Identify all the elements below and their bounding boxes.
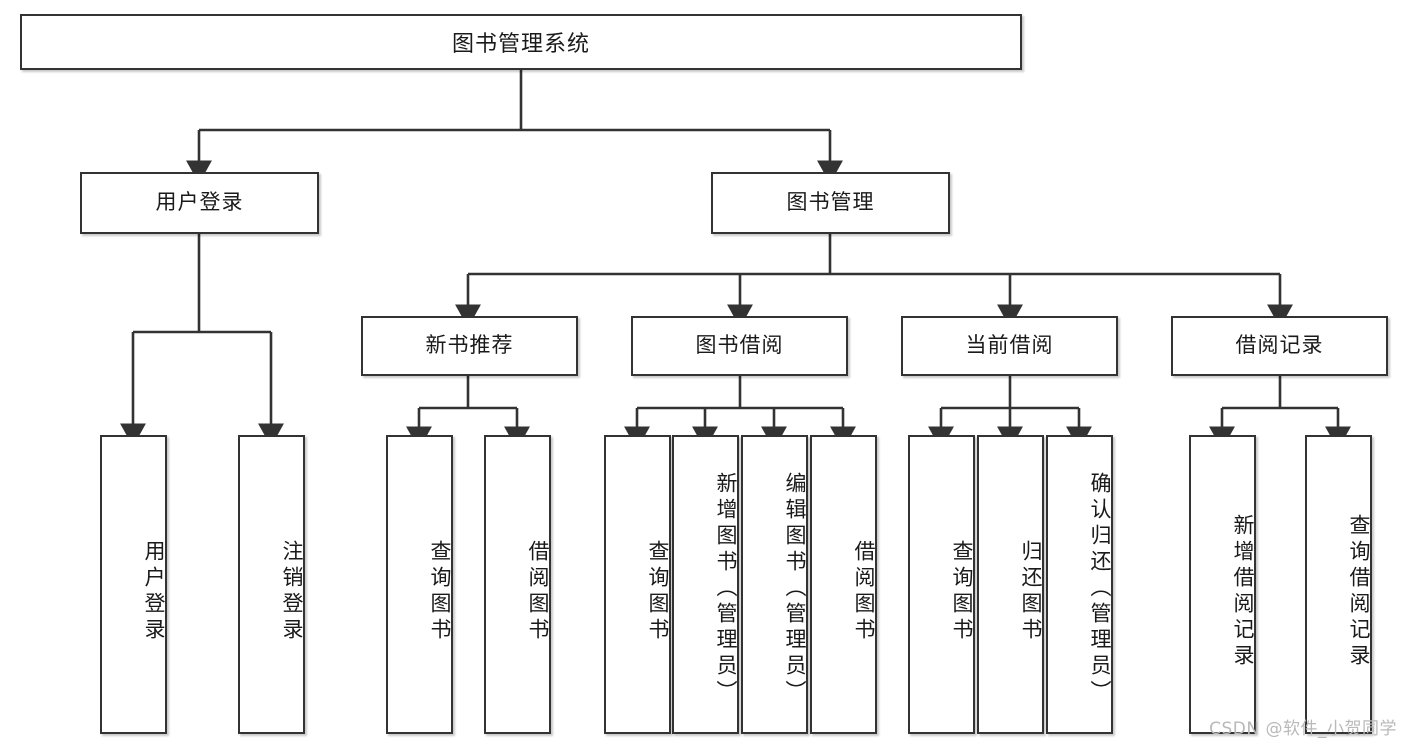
watermark-text: CSDN @软件_小贺同学 [1209,719,1397,739]
node-current-borrow-label: 当前借阅 [965,333,1054,358]
node-leaf-query-borrow-record[interactable]: 查询借阅记录 [1305,435,1372,734]
node-borrow-record-label: 借阅记录 [1235,333,1324,358]
node-leaf-confirm-return-admin[interactable]: 确认归还（管理员） [1046,435,1113,734]
node-leaf-label: 查询借阅记录 [1347,513,1371,670]
node-user-login-label: 用户登录 [155,190,244,215]
node-leaf-user-login[interactable]: 用户登录 [100,435,167,734]
node-leaf-query-book-current[interactable]: 查询图书 [908,435,975,734]
node-leaf-label: 借阅图书 [526,539,550,644]
node-leaf-add-book-admin[interactable]: 新增图书（管理员） [672,435,739,734]
node-leaf-label: 编辑图书（管理员） [783,471,807,706]
node-leaf-borrow-book[interactable]: 借阅图书 [810,435,877,734]
node-leaf-label: 新增借阅记录 [1231,513,1255,670]
node-leaf-borrow-book-recommend[interactable]: 借阅图书 [484,435,551,734]
node-root-label: 图书管理系统 [451,32,590,57]
node-current-borrow[interactable]: 当前借阅 [901,316,1118,376]
node-leaf-add-borrow-record[interactable]: 新增借阅记录 [1189,435,1256,734]
node-leaf-label: 查询图书 [646,539,670,644]
node-user-login[interactable]: 用户登录 [80,172,319,234]
node-leaf-label: 归还图书 [1019,539,1043,644]
node-leaf-return-book[interactable]: 归还图书 [977,435,1044,734]
node-book-management[interactable]: 图书管理 [711,172,950,234]
node-borrow-record[interactable]: 借阅记录 [1171,316,1388,376]
node-leaf-label: 用户登录 [142,539,166,644]
node-book-management-label: 图书管理 [786,190,875,215]
node-new-book-recommend[interactable]: 新书推荐 [361,316,578,376]
node-book-borrow-label: 图书借阅 [695,333,784,358]
node-new-book-recommend-label: 新书推荐 [425,333,514,358]
node-leaf-logout[interactable]: 注销登录 [238,435,305,734]
node-leaf-label: 借阅图书 [852,539,876,644]
node-leaf-query-book-recommend[interactable]: 查询图书 [386,435,453,734]
node-leaf-query-book[interactable]: 查询图书 [604,435,671,734]
node-leaf-edit-book-admin[interactable]: 编辑图书（管理员） [741,435,808,734]
node-leaf-label: 查询图书 [950,539,974,644]
node-leaf-label: 注销登录 [280,539,304,644]
node-leaf-label: 新增图书（管理员） [714,471,738,706]
node-leaf-label: 确认归还（管理员） [1088,471,1112,706]
node-leaf-label: 查询图书 [428,539,452,644]
node-root-book-management-system[interactable]: 图书管理系统 [20,14,1022,70]
node-book-borrow[interactable]: 图书借阅 [631,316,848,376]
